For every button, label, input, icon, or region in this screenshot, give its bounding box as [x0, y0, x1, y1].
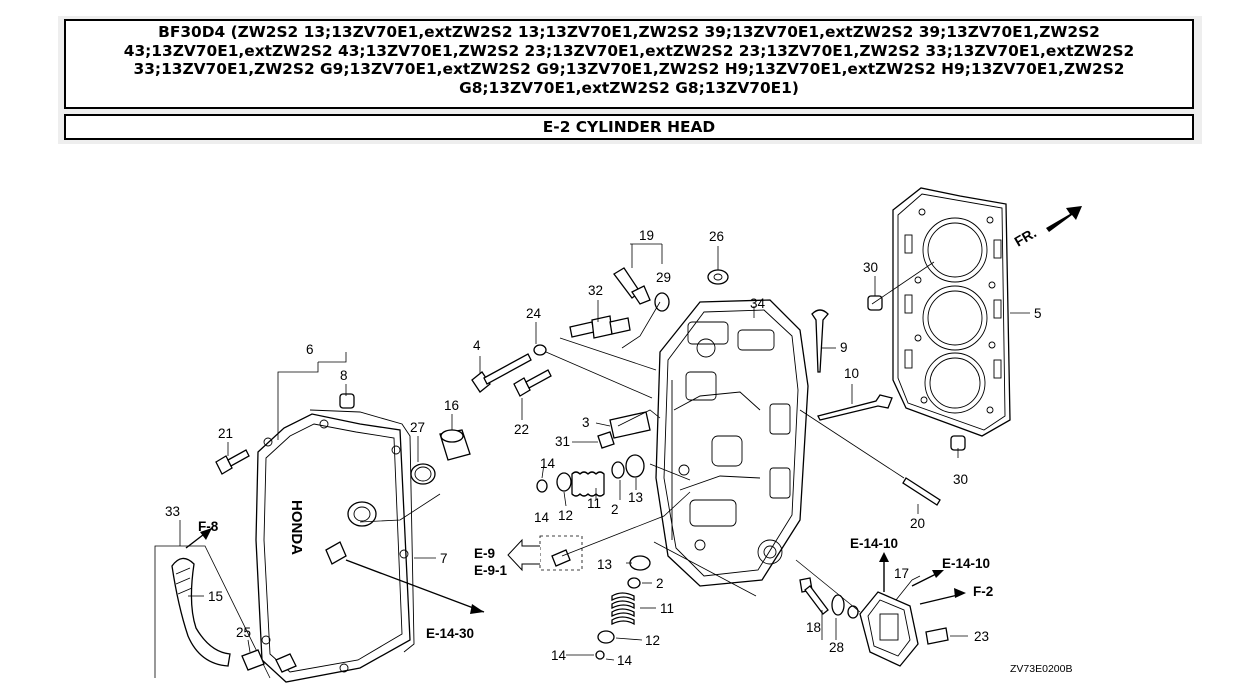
dowel-pin-upper[interactable] [867, 295, 883, 311]
callout-22: 22 [514, 422, 529, 437]
bolt-washer[interactable] [533, 344, 547, 356]
plate-bolt[interactable] [597, 431, 615, 449]
cover-bolt[interactable] [215, 449, 250, 475]
ref-e14-10-b: E-14-10 [942, 556, 990, 571]
callout-17: 17 [894, 566, 909, 581]
leader-lines [179, 243, 1030, 661]
section-title-box: E-2 CYLINDER HEAD [64, 114, 1194, 140]
callout-27: 27 [410, 420, 425, 435]
callout-31: 31 [555, 434, 570, 449]
callout-11-b: 11 [660, 601, 674, 616]
callout-13-a: 13 [628, 490, 643, 505]
honda-logo: HONDA [288, 500, 305, 555]
valve-spring-set-upper[interactable] [536, 454, 645, 497]
stud-bolt[interactable] [902, 477, 941, 506]
callout-3: 3 [582, 415, 590, 430]
callout-18: 18 [806, 620, 821, 635]
reference-labels: F-8 E-14-30 E-9 E-9-1 E-14-10 E-14-10 F-… [198, 519, 993, 641]
callout-11-a: 11 [587, 496, 601, 511]
callout-24: 24 [526, 306, 542, 321]
callout-20: 20 [910, 516, 925, 531]
callout-16: 16 [444, 398, 459, 413]
cylinder-head[interactable] [655, 299, 809, 587]
section-title: E-2 CYLINDER HEAD [542, 118, 716, 136]
callout-12-b: 12 [645, 633, 660, 648]
filler-cap-o-ring[interactable] [410, 463, 436, 485]
front-mark: FR. [1012, 224, 1040, 249]
callout-33: 33 [165, 504, 180, 519]
cover-plate[interactable] [609, 411, 651, 439]
callout-28: 28 [829, 640, 844, 655]
model-title: BF30D4 (ZW2S2 13;13ZV70E1,extZW2S2 13;13… [123, 23, 1135, 97]
head-gasket[interactable] [892, 187, 1011, 437]
callout-15: 15 [208, 589, 223, 604]
callout-2-b: 2 [656, 576, 664, 591]
ref-e9-1: E-9-1 [474, 563, 508, 578]
thermostat-o-ring[interactable] [831, 594, 845, 616]
callout-12-a: 12 [558, 508, 573, 523]
model-title-box: BF30D4 (ZW2S2 13;13ZV70E1,extZW2S2 13;13… [64, 19, 1194, 109]
callout-numbers: 19 29 26 34 5 30 30 9 10 20 32 24 4 22 3… [165, 228, 1042, 668]
tube-seal[interactable] [707, 269, 729, 285]
flange-bolt[interactable] [925, 627, 949, 645]
callout-4: 4 [473, 338, 481, 353]
head-bolt-short[interactable] [513, 369, 552, 397]
callout-21: 21 [218, 426, 233, 441]
reference-arrows [185, 527, 966, 614]
breather-nipple[interactable] [325, 541, 347, 565]
intake-valve[interactable] [811, 309, 829, 373]
callout-7: 7 [440, 551, 448, 566]
thermostat-washer[interactable] [847, 605, 859, 619]
callout-10: 10 [844, 366, 859, 381]
diagram-code: ZV73E0200B [1010, 663, 1072, 675]
exhaust-valve[interactable] [817, 394, 893, 421]
small-clamp[interactable] [275, 653, 297, 673]
callout-19: 19 [639, 228, 654, 243]
tube-clip[interactable] [241, 649, 265, 671]
oil-control-valve-area[interactable] [507, 535, 583, 572]
front-direction-arrow: FR. [1012, 206, 1082, 250]
thermostat-bolt[interactable] [799, 577, 829, 615]
exploded-parts-diagram: FR. [154, 187, 1082, 683]
callout-32: 32 [588, 283, 603, 298]
callout-25: 25 [236, 625, 251, 640]
callout-14-c: 14 [551, 648, 567, 663]
sealing-washer[interactable] [654, 292, 670, 312]
dowel-pin-lower[interactable] [950, 435, 966, 451]
callout-5: 5 [1034, 306, 1042, 321]
callout-23: 23 [974, 629, 989, 644]
ref-f8: F-8 [198, 519, 219, 534]
callout-14-b: 14 [534, 510, 550, 525]
callout-26: 26 [709, 229, 724, 244]
callout-6: 6 [306, 342, 314, 357]
ref-e14-10-a: E-14-10 [850, 536, 898, 551]
ref-f2: F-2 [973, 584, 993, 599]
oil-filler-cap[interactable] [439, 429, 471, 461]
callout-30-upper: 30 [863, 260, 878, 275]
ref-e9: E-9 [474, 546, 495, 561]
callout-14-d: 14 [617, 653, 633, 668]
thermostat-cover[interactable] [859, 591, 919, 667]
callout-13-b: 13 [597, 557, 612, 572]
callout-9: 9 [840, 340, 848, 355]
callout-29: 29 [656, 270, 671, 285]
callout-30-lower: 30 [953, 472, 968, 487]
callout-8: 8 [340, 368, 348, 383]
valve-spring-set-lower[interactable] [595, 555, 651, 660]
callout-2-a: 2 [611, 502, 619, 517]
callout-34: 34 [750, 296, 766, 311]
head-bolt-long[interactable] [471, 353, 532, 393]
callout-14-a: 14 [540, 456, 556, 471]
spark-plug[interactable] [569, 315, 631, 339]
ref-e14-30: E-14-30 [426, 626, 474, 641]
oil-filler-neck[interactable] [347, 501, 377, 527]
cover-grommet[interactable] [339, 393, 355, 409]
temperature-sensor[interactable] [613, 267, 651, 305]
